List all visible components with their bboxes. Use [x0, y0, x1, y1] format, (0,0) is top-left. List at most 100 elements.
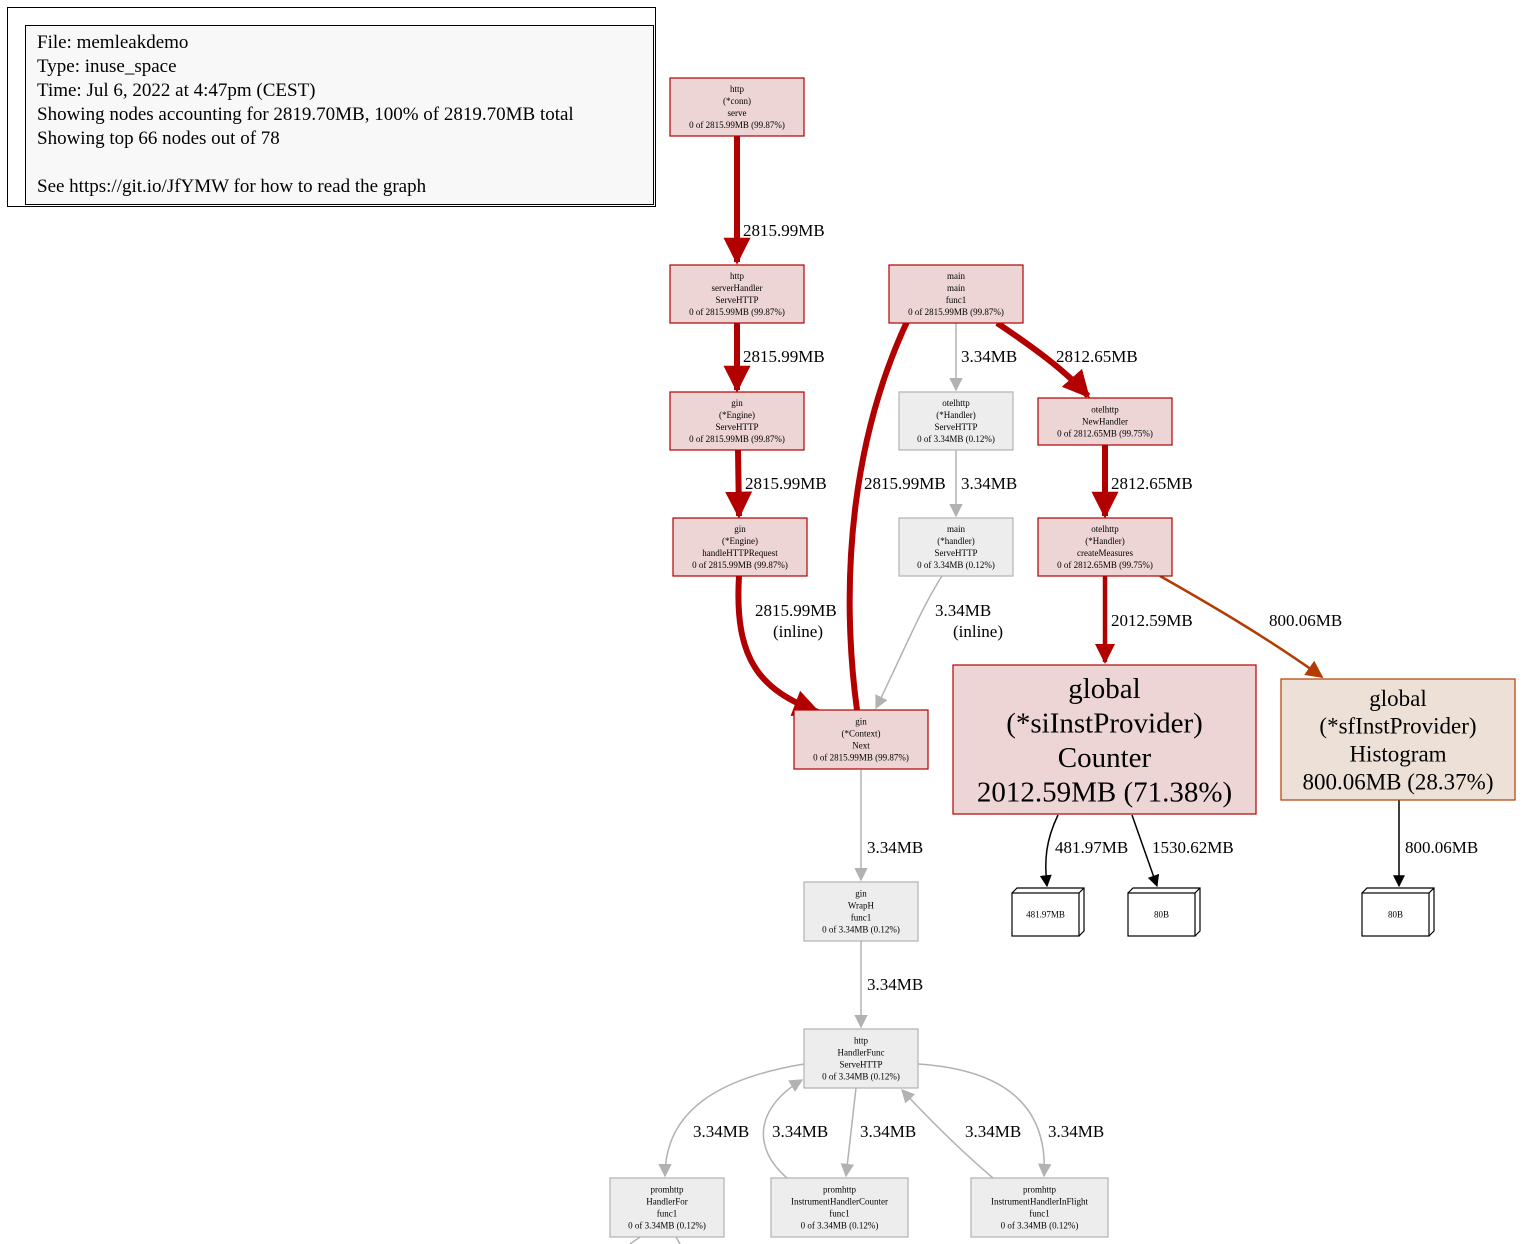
legend-help-link[interactable]: See https://git.io/JfYMW for how to read… — [37, 176, 427, 197]
node-label-line: (*Engine) — [719, 410, 755, 420]
node-label-line: gin — [855, 889, 867, 899]
node-label-line: 0 of 3.34MB (0.12%) — [628, 1221, 706, 1231]
node-label-line: serve — [728, 108, 747, 118]
node-box-depth — [1127, 887, 1201, 937]
node-label-line: func1 — [946, 295, 967, 305]
edge-main-handler-servehttp-to-gin-context-next[interactable] — [875, 575, 943, 710]
node-label-line: 0 of 3.34MB (0.12%) — [822, 1072, 900, 1082]
node-box — [669, 264, 805, 324]
edge-http-handlerfunc-servehttp-to-promhttp-handlerfor-func1[interactable] — [658, 1063, 805, 1178]
edge-weight-label: 3.34MB — [961, 474, 1017, 493]
edge-weight-label: 3.34MB — [1048, 1122, 1104, 1141]
edge-weight-label: 3.34MB — [965, 1122, 1021, 1141]
node-global-sfinstprovider-histogram[interactable]: global(*sfInstProvider)Histogram800.06MB… — [1280, 678, 1516, 801]
node-box — [669, 391, 805, 451]
node-alloc-80b-a[interactable]: 80B — [1127, 887, 1201, 937]
node-label-line: 0 of 2812.65MB (99.75%) — [1057, 429, 1153, 439]
node-box — [669, 77, 805, 137]
node-label-line: (*Handler) — [1085, 536, 1124, 546]
node-label-line: main — [947, 271, 965, 281]
node-box — [1127, 892, 1196, 937]
node-label-line: 0 of 2812.65MB (99.75%) — [1057, 560, 1153, 570]
edge-main-main-func1-to-otelhttp-newhandler[interactable] — [995, 320, 1091, 399]
edge-otelhttp-handler-createmeasures-to-global-sfinstprovider-histogram[interactable] — [1159, 574, 1324, 679]
edge-weight-label: 2815.99MB — [745, 474, 827, 493]
node-label-line: 0 of 3.34MB (0.12%) — [822, 925, 900, 935]
edge-weight-label: 2815.99MB — [743, 347, 825, 366]
edge-global-siinstprovider-counter-to-alloc-48197[interactable] — [1039, 814, 1059, 888]
edge-promhttp-instrumenthandlercounter-func1-to-http-handlerfunc-servehttp[interactable] — [762, 1079, 804, 1179]
node-box — [1011, 892, 1080, 937]
node-label-line: otelhttp — [1091, 405, 1119, 415]
node-label-line: (*handler) — [937, 536, 974, 546]
node-box — [803, 881, 919, 942]
node-label-line: (*siInstProvider) — [1006, 707, 1203, 739]
edge-offscreen-a — [629, 1236, 641, 1244]
node-global-siinstprovider-counter[interactable]: global(*siInstProvider)Counter2012.59MB … — [952, 664, 1257, 815]
edge-promhttp-instrumenthandlerinflight-func1-to-http-handlerfunc-servehttp[interactable] — [901, 1089, 994, 1179]
node-label-line: Counter — [1058, 742, 1152, 774]
edge-weight-label: 3.34MB — [867, 975, 923, 994]
node-label-line: 481.97MB — [1026, 910, 1065, 920]
node-label-line: NewHandler — [1082, 417, 1128, 427]
node-label-line: 80B — [1388, 910, 1403, 920]
edge-http-handlerfunc-servehttp-to-promhttp-instrumenthandlercounter-func1[interactable] — [840, 1087, 857, 1178]
node-box-depth — [1361, 887, 1435, 937]
node-label-line: gin — [855, 717, 867, 727]
legend-nodes-accounting: Showing nodes accounting for 2819.70MB, … — [37, 104, 574, 125]
legend-file: File: memleakdemo — [37, 32, 189, 53]
node-label-line: http — [730, 84, 745, 94]
node-label-line: serverHandler — [712, 283, 763, 293]
node-label-line: otelhttp — [1091, 524, 1119, 534]
node-label-line: func1 — [829, 1209, 850, 1219]
edge-weight-label: 3.34MB — [860, 1122, 916, 1141]
node-box — [888, 264, 1024, 324]
node-label-line: 0 of 2815.99MB (99.87%) — [689, 307, 785, 317]
node-label-line: (*conn) — [723, 96, 751, 106]
edge-gin-engine-servehttp-to-gin-engine-handlehttprequest[interactable] — [725, 449, 753, 519]
node-label-line: http — [730, 271, 745, 281]
node-label-line: WrapH — [848, 901, 875, 911]
node-label-line: promhttp — [651, 1185, 684, 1195]
node-box — [1361, 892, 1430, 937]
node-label-line: Next — [852, 741, 870, 751]
node-label-line: handleHTTPRequest — [702, 548, 778, 558]
node-alloc-48197[interactable]: 481.97MB — [1011, 887, 1085, 937]
node-label-line: 0 of 2815.99MB (99.87%) — [813, 753, 909, 763]
node-label-line: 0 of 2815.99MB (99.87%) — [692, 560, 788, 570]
legend-top-nodes: Showing top 66 nodes out of 78 — [37, 128, 280, 149]
node-box-depth — [1011, 887, 1085, 937]
edge-weight-label: 2815.99MB — [864, 474, 946, 493]
node-box — [1037, 517, 1173, 577]
node-promhttp-instrumenthandlerinflight-func1[interactable]: promhttpInstrumentHandlerInFlightfunc10 … — [970, 1177, 1109, 1238]
edge-weight-label: 2012.59MB — [1111, 611, 1193, 630]
node-box — [970, 1177, 1109, 1238]
node-label-line: func1 — [657, 1209, 678, 1219]
edge-gin-engine-handlehttprequest-to-gin-context-next[interactable] — [735, 575, 821, 716]
node-label-line: HandlerFunc — [838, 1048, 885, 1058]
node-label-line: promhttp — [1023, 1185, 1056, 1195]
edge-http-handlerfunc-servehttp-to-promhttp-instrumenthandlerinflight-func1[interactable] — [917, 1063, 1052, 1178]
edge-weight-label: 3.34MB — [935, 601, 991, 620]
edge-weight-label: 3.34MB — [772, 1122, 828, 1141]
node-box — [898, 391, 1014, 451]
edge-weight-label: 2812.65MB — [1111, 474, 1193, 493]
node-alloc-80b-b[interactable]: 80B — [1361, 887, 1435, 937]
edge-global-siinstprovider-counter-to-alloc-80b-a[interactable] — [1131, 814, 1160, 888]
edge-gin-context-next-to-main-main-func1[interactable] — [846, 265, 939, 711]
